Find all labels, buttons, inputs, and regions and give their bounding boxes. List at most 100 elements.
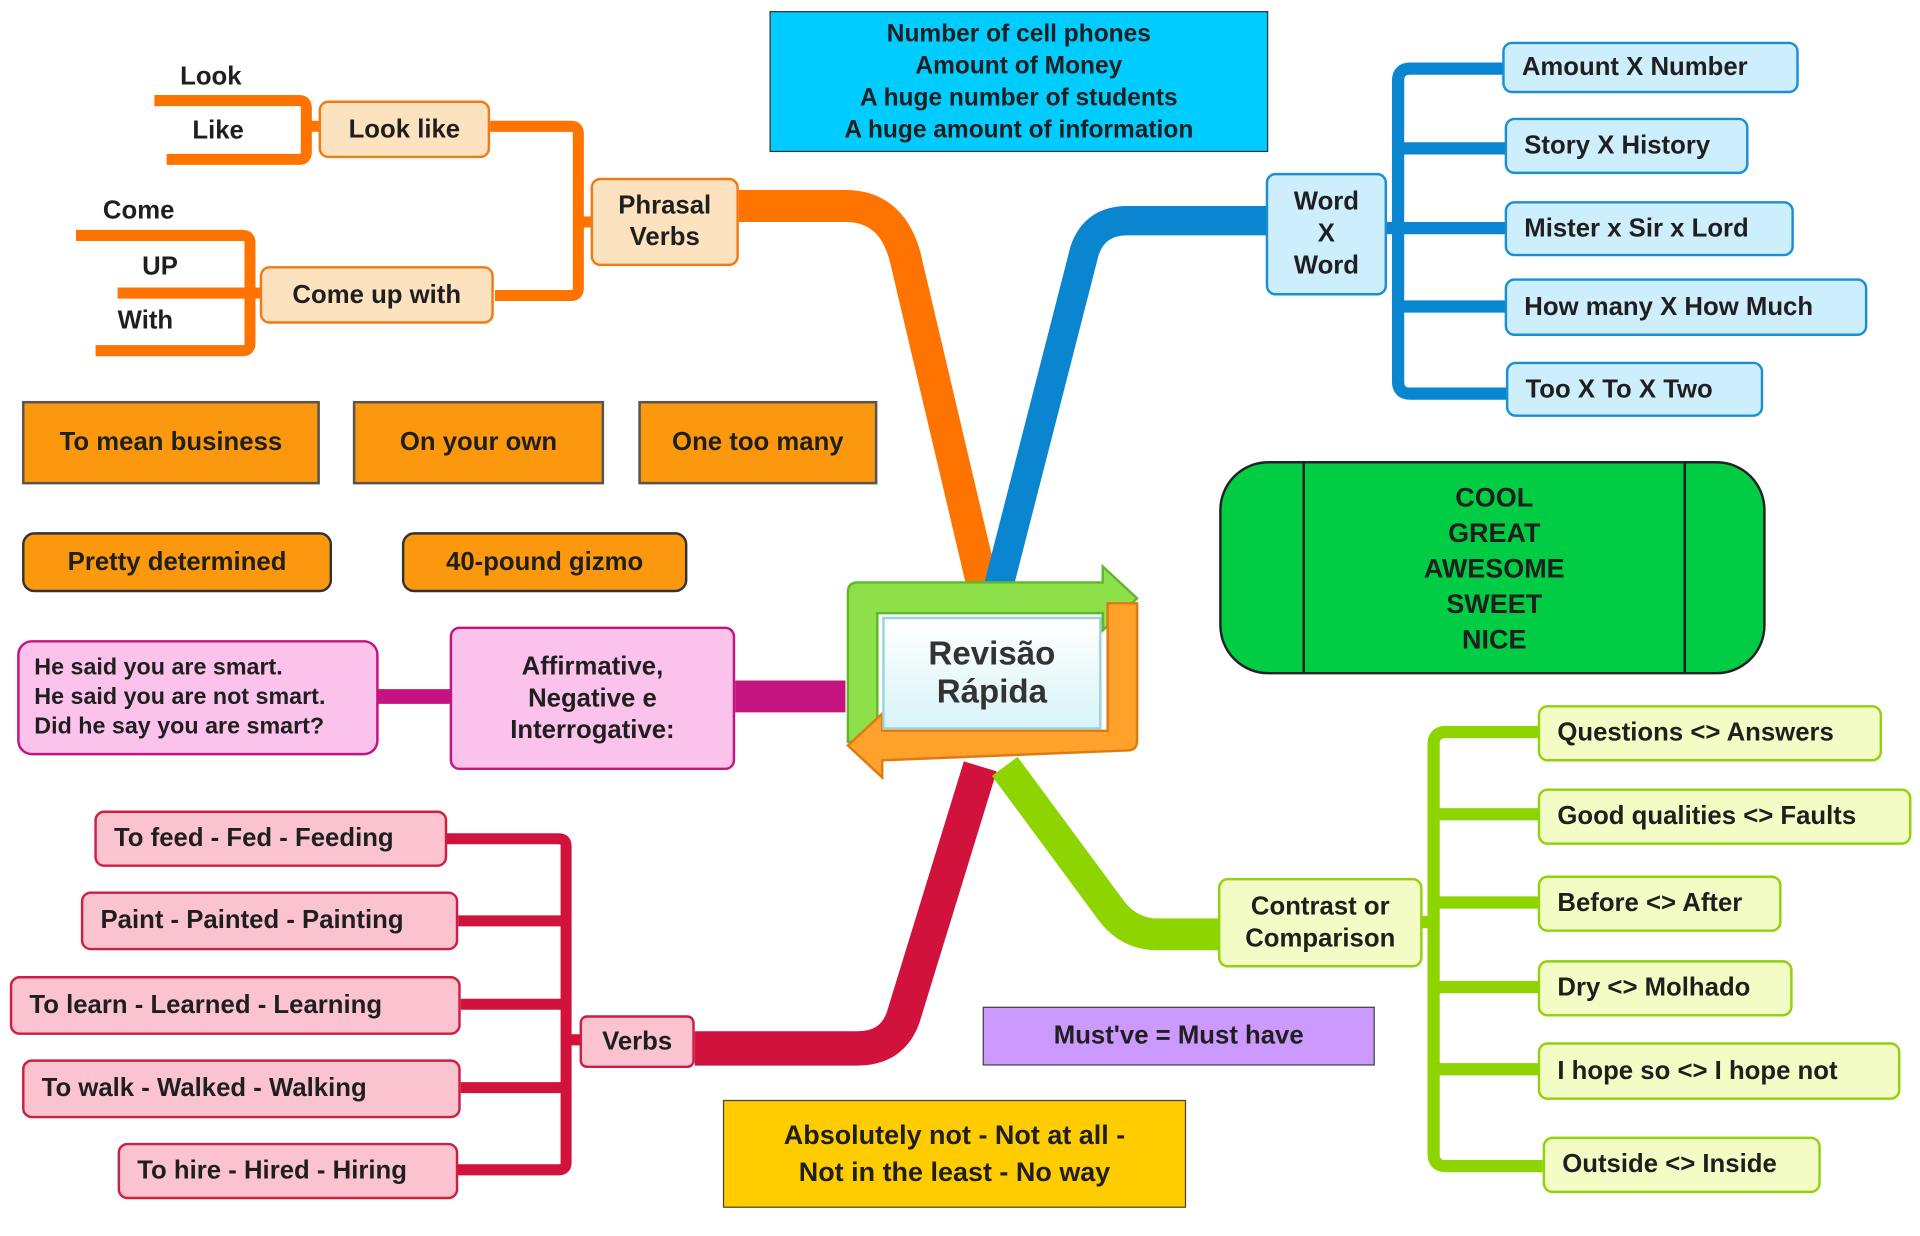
word-pair-label: Mister x Sir x Lord: [1524, 213, 1749, 243]
orange-main-branch: [738, 190, 999, 590]
quantity-line: A huge amount of information: [844, 115, 1194, 143]
negation-line: Not in the least - No way: [798, 1156, 1111, 1187]
quantity-line: Amount of Money: [915, 52, 1123, 80]
quantity-examples-box: Number of cell phones Amount of Money A …: [769, 11, 1269, 153]
contrast-node: Contrast or Comparison: [1217, 877, 1423, 968]
come-up-with-part: Come: [102, 196, 175, 225]
center-orange-arrow: [846, 602, 1139, 781]
word-pair-node: Amount X Number: [1502, 41, 1799, 94]
verb-form-node: To hire - Hired - Hiring: [117, 1142, 459, 1200]
contrast-pair-label: Dry <> Molhado: [1557, 973, 1751, 1002]
quantity-line: A huge number of students: [859, 83, 1178, 111]
contrast-pair-label: Outside <> Inside: [1562, 1150, 1777, 1179]
sentence-example: He said you are not smart.: [34, 684, 326, 710]
verb-form-node: To learn - Learned - Learning: [9, 976, 461, 1035]
phrasal-verbs-node: Phrasal Verbs: [590, 177, 739, 267]
word-x-word-node: Word X Word: [1265, 172, 1388, 296]
idiom-label: One too many: [672, 427, 844, 457]
verb-form-label: To feed - Fed - Feeding: [113, 824, 394, 853]
verb-form-node: Paint - Painted - Painting: [80, 891, 459, 951]
idiom-box: To mean business: [22, 400, 320, 485]
come-up-with-label: Come up with: [292, 280, 462, 309]
idiom-rounded-box: 40-pound gizmo: [401, 532, 688, 593]
orange-sub-connectors: [75, 95, 592, 357]
idiom-box: On your own: [352, 400, 605, 485]
word-pair-node: Story X History: [1504, 117, 1749, 175]
verb-form-label: To walk - Walked - Walking: [41, 1074, 367, 1103]
idiom-label: On your own: [399, 427, 558, 457]
contrast-pair-node: I hope so <> I hope not: [1537, 1042, 1901, 1100]
contrast-line: Comparison: [1245, 923, 1396, 953]
sentence-forms-node: Affirmative, Negative e Interrogative:: [449, 626, 736, 771]
look-like-label: Look like: [348, 114, 461, 143]
idiom-rounded-box: Pretty determined: [22, 532, 333, 593]
look-like-part: Like: [192, 116, 244, 145]
contrast-line: Contrast or: [1250, 892, 1390, 921]
sentence-forms-line: Interrogative:: [510, 715, 675, 744]
look-like-part: Look: [180, 62, 242, 91]
contrast-pair-label: Before <> After: [1557, 888, 1743, 918]
contrast-pair-node: Before <> After: [1537, 875, 1782, 932]
verb-form-node: To walk - Walked - Walking: [22, 1059, 461, 1119]
red-sub-connectors: [446, 833, 584, 1176]
word-pair-node: How many X How Much: [1504, 278, 1868, 336]
red-main-branch: [694, 761, 997, 1066]
central-title-line2: Rápida: [936, 673, 1048, 710]
phrasal-verbs-line: Verbs: [629, 223, 700, 252]
verb-form-label: To hire - Hired - Hiring: [137, 1156, 407, 1185]
word-x-word-line: Word: [1293, 251, 1360, 280]
word-x-word-line: X: [1317, 219, 1335, 248]
negation-line: Absolutely not - Not at all -: [783, 1119, 1126, 1151]
adjective-line: SWEET: [1446, 587, 1543, 619]
adjectives-box: COOL GREAT AWESOME SWEET NICE: [1219, 461, 1766, 675]
word-x-word-line: Word: [1293, 187, 1360, 216]
phrasal-verbs-line: Phrasal: [618, 191, 712, 220]
contrast-pair-node: Good qualities <> Faults: [1537, 788, 1912, 845]
word-pair-label: How many X How Much: [1524, 292, 1814, 321]
word-pair-label: Too X To X Two: [1525, 374, 1713, 403]
negation-phrases-box: Absolutely not - Not at all - Not in the…: [722, 1099, 1187, 1208]
blue-main-branch: [984, 206, 1267, 590]
adjectives-list: COOL GREAT AWESOME SWEET NICE: [1305, 464, 1684, 672]
idiom-label: To mean business: [59, 427, 283, 457]
word-pair-node: Too X To X Two: [1505, 361, 1764, 417]
adjective-line: AWESOME: [1423, 552, 1565, 584]
idiom-label: Pretty determined: [67, 547, 287, 576]
central-title-line1: Revisão: [928, 635, 1056, 672]
central-topic: Revisão Rápida: [882, 616, 1102, 730]
blue-sub-connectors: [1385, 62, 1508, 400]
adjective-line: COOL: [1455, 481, 1534, 512]
verb-form-label: To learn - Learned - Learning: [29, 990, 383, 1019]
verb-form-node: To feed - Fed - Feeding: [94, 810, 448, 867]
sentence-forms-line: Negative e: [528, 683, 657, 712]
adjectives-box-right-rule: [1683, 463, 1687, 672]
green-main-branch: [991, 756, 1220, 951]
contrast-pair-node: Questions <> Answers: [1537, 705, 1883, 762]
word-pair-node: Mister x Sir x Lord: [1504, 201, 1794, 257]
adjective-line: NICE: [1462, 623, 1527, 655]
sentence-example: He said you are smart.: [34, 654, 283, 681]
sentence-forms-line: Affirmative,: [521, 651, 664, 680]
green-sub-connectors: [1420, 725, 1543, 1173]
contrast-pair-label: Questions <> Answers: [1557, 718, 1834, 747]
contrast-pair-node: Dry <> Molhado: [1537, 960, 1793, 1017]
idiom-box: One too many: [638, 400, 878, 485]
come-up-with-part: With: [117, 306, 174, 335]
come-up-with-part: UP: [142, 252, 178, 281]
idiom-label: 40-pound gizmo: [446, 547, 644, 576]
sentence-examples-node: He said you are smart. He said you are n…: [17, 640, 379, 756]
contrast-pair-node: Outside <> Inside: [1542, 1136, 1821, 1194]
look-like-node: Look like: [318, 100, 491, 159]
word-pair-label: Story X History: [1524, 131, 1711, 160]
sentence-example: Did he say you are smart?: [34, 713, 325, 740]
quantity-line: Number of cell phones: [886, 20, 1151, 48]
verb-form-label: Paint - Painted - Painting: [100, 906, 404, 935]
word-pair-label: Amount X Number: [1521, 52, 1748, 81]
come-up-with-node: Come up with: [259, 266, 494, 324]
adjectives-box-left-rule: [1302, 463, 1305, 672]
verbs-label: Verbs: [602, 1026, 673, 1056]
contrast-pair-label: I hope so <> I hope not: [1557, 1056, 1838, 1085]
contrast-pair-label: Good qualities <> Faults: [1557, 801, 1857, 831]
adjective-line: GREAT: [1448, 516, 1541, 548]
